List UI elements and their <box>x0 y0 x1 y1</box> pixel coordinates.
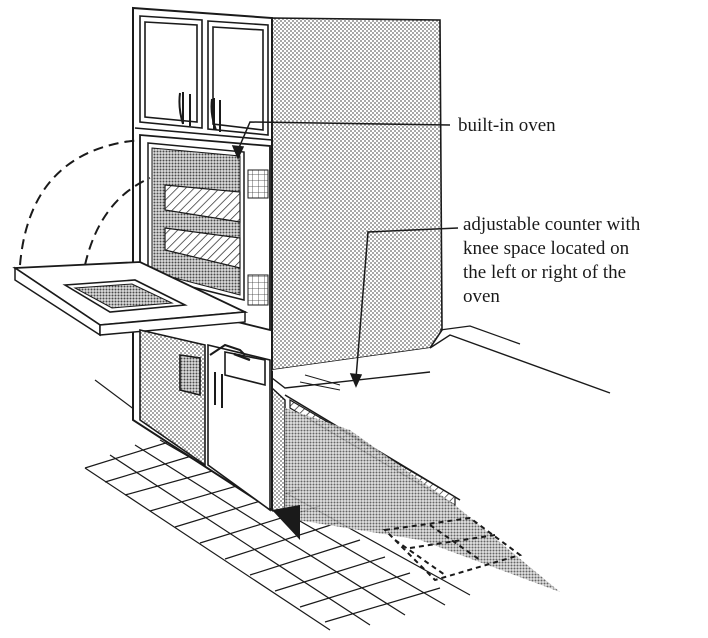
adjustable-counter <box>271 325 611 592</box>
oven-control-upper <box>247 169 269 199</box>
knee-space-floor-grid <box>382 516 523 582</box>
swing-arcs <box>19 139 151 266</box>
label-built-in-oven: built-in oven <box>458 115 556 136</box>
toe-kick <box>272 505 300 540</box>
pull-out-shelf <box>12 261 249 337</box>
base-side <box>271 386 286 520</box>
lower-cabinet <box>139 328 271 512</box>
oven-racks <box>164 184 241 269</box>
label-arrows <box>231 121 459 388</box>
floor-line-left <box>94 379 136 411</box>
floor-tiles <box>84 436 471 631</box>
knee-space-shadow <box>285 408 560 592</box>
label-counter-line-2: knee space located on <box>463 238 630 259</box>
cabinet-side <box>271 17 443 371</box>
label-counter-line-1: adjustable counter with <box>463 214 641 235</box>
oven-control-lower <box>247 274 269 306</box>
label-adjustable-counter: adjustable counter with knee space locat… <box>463 214 645 307</box>
upper-cabinet <box>134 15 273 141</box>
label-counter-line-4: oven <box>463 286 500 307</box>
label-counter-line-3: the left or right of the <box>463 262 626 283</box>
